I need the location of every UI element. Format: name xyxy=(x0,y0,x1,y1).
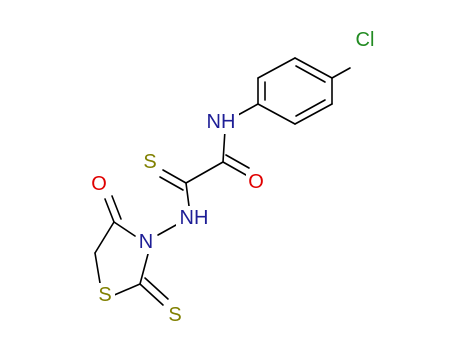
atom-ring-nitrogen: N xyxy=(139,231,153,253)
bond xyxy=(225,154,250,169)
atom-exo-sulfur: S xyxy=(168,304,181,326)
atom-ring-oxygen: O xyxy=(91,173,107,195)
bond xyxy=(139,253,149,285)
bond xyxy=(104,198,115,223)
atom-labels: Cl NH O S NH O N S S xyxy=(89,28,382,327)
bond xyxy=(157,224,177,236)
bond xyxy=(222,129,226,163)
bond-layer xyxy=(94,57,351,306)
bond xyxy=(331,67,351,79)
atom-amide-oxygen: O xyxy=(248,171,264,193)
bond xyxy=(94,221,115,254)
bond xyxy=(222,161,247,176)
atom-chlorine: Cl xyxy=(356,29,375,51)
bond xyxy=(294,103,333,125)
bond xyxy=(111,195,122,220)
bond xyxy=(94,252,101,284)
bond xyxy=(144,277,169,300)
atom-ring-sulfur: S xyxy=(98,284,111,306)
bond xyxy=(237,103,259,116)
atom-hydrazide-nh: NH xyxy=(180,207,209,229)
bond xyxy=(257,103,296,125)
bond xyxy=(295,65,326,83)
bond xyxy=(257,57,296,79)
atom-amide-nh: NH xyxy=(207,111,236,133)
atom-thione-sulfur: S xyxy=(143,151,156,173)
bond xyxy=(159,176,184,191)
bond xyxy=(139,283,164,306)
bond xyxy=(113,221,136,237)
bond xyxy=(294,57,333,79)
bond xyxy=(111,283,141,297)
bond xyxy=(295,99,326,117)
bond xyxy=(185,161,224,184)
bond xyxy=(162,169,187,184)
bond xyxy=(185,182,190,207)
